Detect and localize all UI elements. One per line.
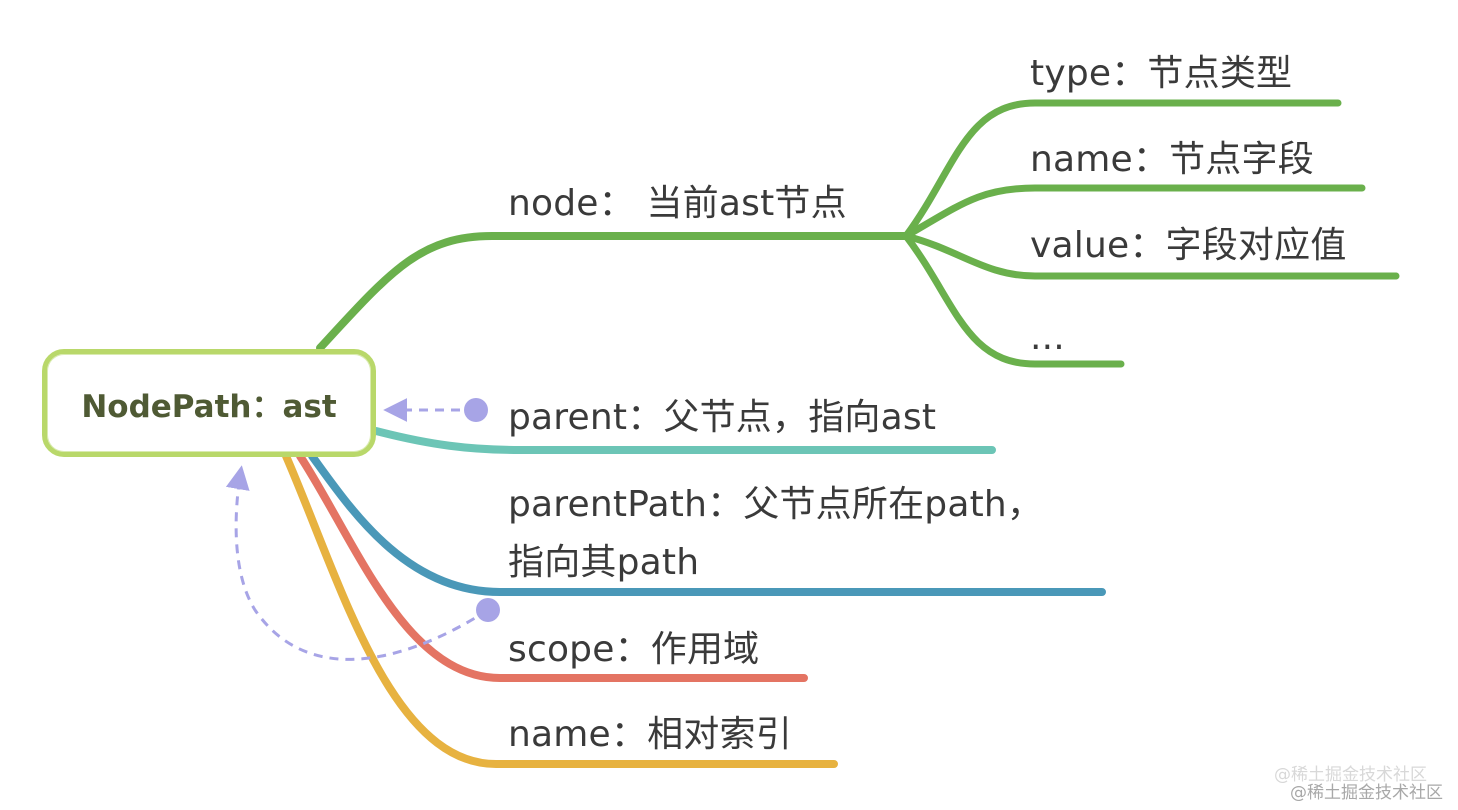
scope-branch-connector: [296, 452, 808, 682]
type-child-label: type：节点类型: [1030, 53, 1293, 94]
name-branch-label: name：相对索引: [508, 714, 792, 755]
type-child-connector: [902, 99, 1342, 240]
value-child-label: value：字段对应值: [1030, 225, 1347, 266]
parentpath-relation-arrow: [225, 465, 489, 661]
parentpath-branch-label-line1: parentPath：父节点所在path，: [508, 484, 1044, 525]
value-child-connector: [902, 232, 1400, 280]
parent-branch-label: parent：父节点，指向ast: [508, 397, 937, 438]
name-branch-connector: [282, 452, 838, 768]
parent-branch-connector: [372, 427, 996, 454]
parent-relation-dot: [464, 398, 488, 422]
ellipsis-child-label: ...: [1030, 317, 1065, 358]
root-node: NodePath：ast: [42, 349, 376, 457]
name-child-label: name：节点字段: [1030, 139, 1314, 180]
root-node-label: NodePath：ast: [81, 388, 337, 425]
name-child-connector: [902, 184, 1366, 240]
scope-branch-label: scope：作用域: [508, 629, 760, 670]
parentpath-branch-connector: [308, 452, 1106, 596]
ellipsis-child-connector: [902, 232, 1125, 368]
parentpath-branch-label-line2: 指向其path: [508, 542, 700, 583]
parentpath-relation-dot: [476, 598, 500, 622]
node-branch-connector: [316, 232, 910, 352]
node-branch-label: node： 当前ast节点: [508, 183, 847, 224]
watermark-line-1: @稀土掘金技术社区: [1274, 765, 1427, 785]
watermark-line-2: @稀土掘金技术社区: [1290, 783, 1443, 803]
